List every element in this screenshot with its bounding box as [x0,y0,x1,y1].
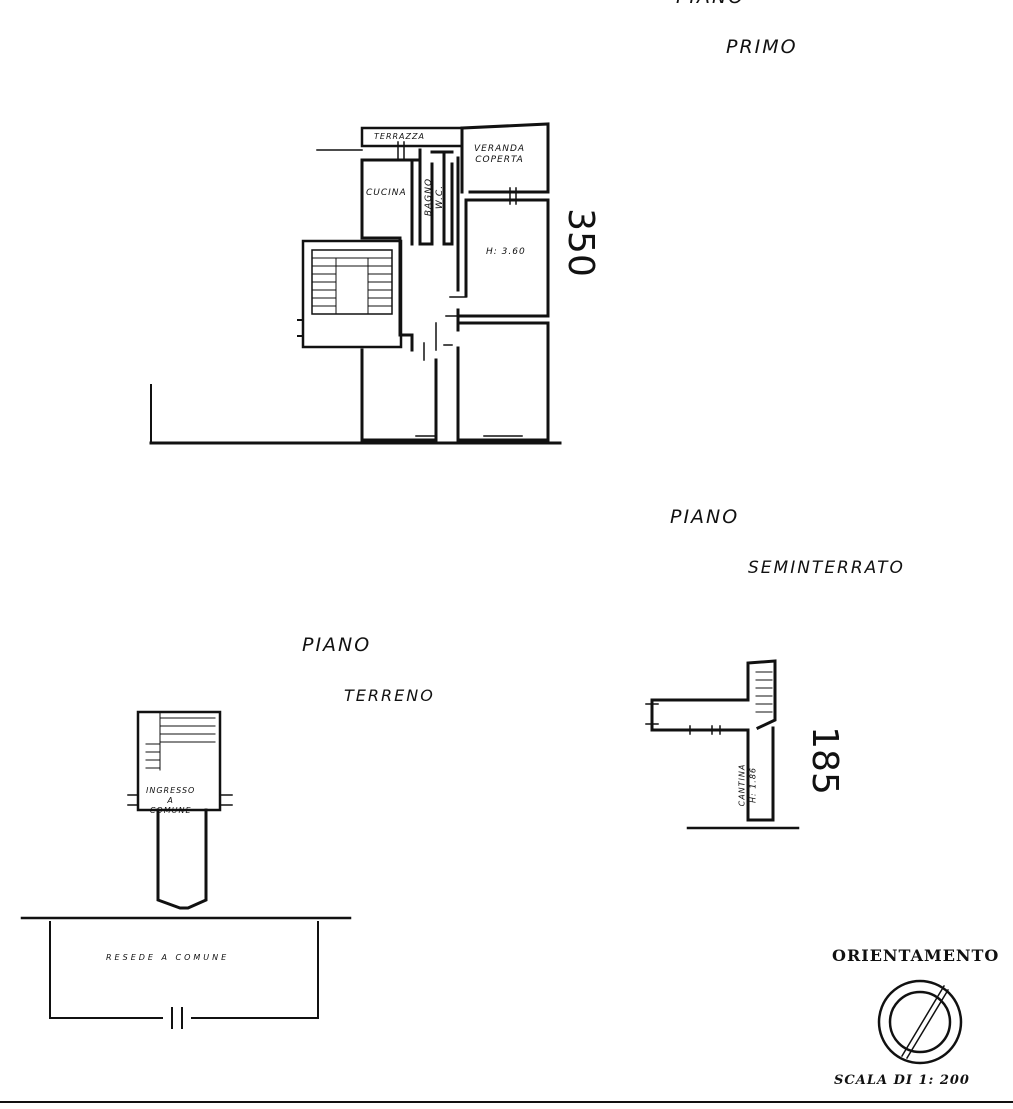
room-label-ingresso-line3: COMUNE [149,806,192,815]
room-label-veranda-line2: COPERTA [475,155,524,165]
room-label-cantina-line2: H: 1.86 [748,766,758,804]
primo-heading-fragment: PIANO [676,0,745,8]
room-label-bagno-line1: BAGNO [424,177,435,217]
room-label-ingresso-line1: INGRESSO [146,786,196,795]
room-label-veranda-line1: VERANDA [474,144,526,154]
seminterrato-floor-plan [645,659,800,830]
room-label-ingresso: INGRESSO A COMUNE [146,786,195,816]
elevation-seminterrato: 185 [803,726,845,795]
room-label-height-primo: H: 3.60 [486,247,526,257]
room-label-veranda: VERANDA COPERTA [474,144,525,166]
room-label-ingresso-line2: A [167,796,174,805]
terreno-heading-line2: TERRENO [344,686,435,705]
seminterrato-heading-line1: PIANO [670,506,740,528]
primo-heading: PRIMO [726,36,798,58]
elevation-primo: 350 [559,208,601,277]
room-label-terrazza: TERRAZZA [374,132,425,141]
room-label-bagno: BAGNO W.C. [424,178,446,216]
terreno-heading-line1: PIANO [302,634,372,656]
primo-floor-plan [149,122,562,445]
seminterrato-heading-line2: SEMINTERRATO [748,558,905,578]
room-label-cantina: CANTINA H: 1.86 [736,764,758,807]
room-label-cucina: CUCINA [366,188,407,198]
room-label-bagno-line2: W.C. [435,184,446,210]
terreno-floor-plan [20,710,352,1029]
scale-label: SCALA DI 1: 200 [834,1073,970,1088]
orientation-label: ORIENTAMENTO [832,946,1000,965]
north-arrow-icon [877,979,963,1065]
room-label-resede: RESEDE A COMUNE [106,953,230,962]
room-label-cantina-line1: CANTINA [737,763,747,807]
